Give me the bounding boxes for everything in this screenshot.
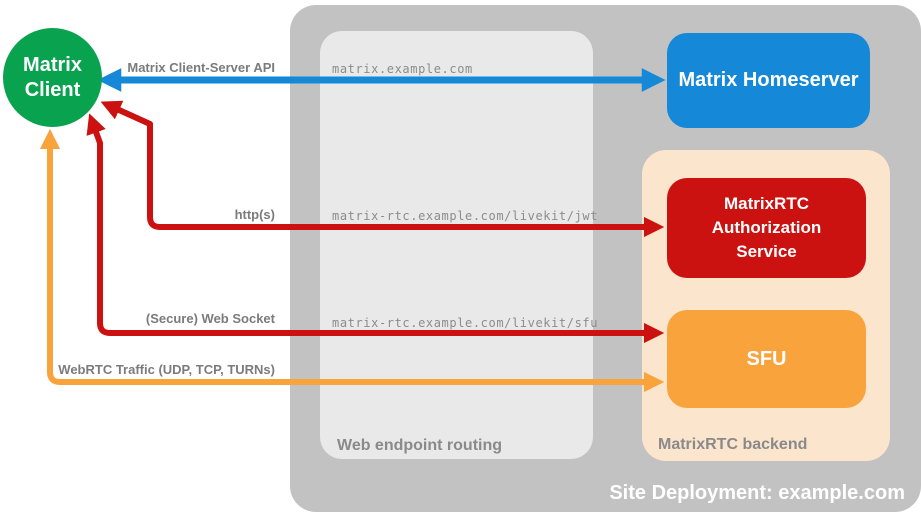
webrtc-traffic-label: WebRTC Traffic (UDP, TCP, TURNs) [58,362,275,377]
sfu-node: SFU [667,310,866,408]
endpoint-matrix-example-com: matrix.example.com [332,62,473,76]
matrix-client-node: Matrix Client [3,28,102,127]
matrixrtc-authorization-service-node: MatrixRTC Authorization Service [667,178,866,278]
endpoint-livekit-sfu: matrix-rtc.example.com/livekit/sfu [332,316,599,330]
site-deployment-label: Site Deployment: example.com [609,482,905,504]
matrixrtc-authorization-service-label: MatrixRTC Authorization Service [711,194,822,261]
http-label: http(s) [234,207,275,222]
web-endpoint-routing-label: Web endpoint routing [337,437,503,454]
web-endpoint-routing-container [320,31,593,459]
endpoint-livekit-jwt: matrix-rtc.example.com/livekit/jwt [332,209,599,223]
matrix-client-server-api-label: Matrix Client-Server API [127,60,275,75]
sfu-label: SFU [746,347,787,370]
matrix-homeserver-label: Matrix Homeserver [678,69,859,91]
matrix-client-label-line1: Matrix [23,53,82,76]
matrix-client-label-line2: Client [24,78,81,101]
matrix-homeserver-node: Matrix Homeserver [667,33,870,128]
secure-web-socket-label: (Secure) Web Socket [145,311,275,326]
matrixrtc-backend-label: MatrixRTC backend [658,436,808,453]
